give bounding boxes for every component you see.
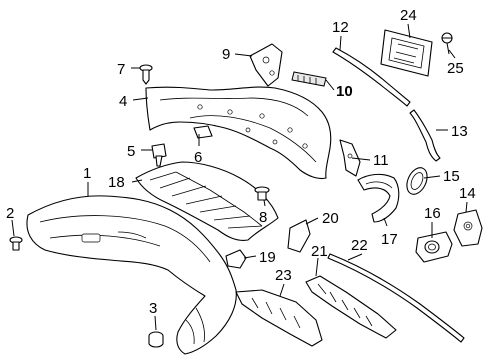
callout-23: 23 xyxy=(275,267,292,284)
callout-25: 25 xyxy=(447,60,464,77)
part-right-diffuser-strip xyxy=(305,275,397,339)
part-lower-diffuser xyxy=(135,161,279,241)
part-push-clip xyxy=(139,64,153,85)
callout-18: 18 xyxy=(108,174,125,191)
part-screw xyxy=(441,32,453,55)
callout-8: 8 xyxy=(259,209,267,226)
callout-labels: 1 2 3 4 5 6 7 8 9 10 11 12 13 14 15 16 1… xyxy=(6,7,476,317)
part-sensor-bracket xyxy=(453,209,483,247)
callout-11: 11 xyxy=(373,152,389,169)
part-lower-trim-molding xyxy=(327,253,465,343)
callout-24: 24 xyxy=(400,7,417,24)
part-parking-sensor xyxy=(415,231,453,263)
part-retainer-clip xyxy=(151,143,167,167)
callout-20: 20 xyxy=(322,210,339,227)
callout-22: 22 xyxy=(351,237,368,254)
part-side-bracket xyxy=(339,139,361,177)
part-reflector xyxy=(291,71,327,87)
callout-4: 4 xyxy=(119,93,127,110)
callout-5: 5 xyxy=(127,143,135,160)
part-lower-bracket xyxy=(287,219,311,253)
part-energy-absorber xyxy=(145,86,332,180)
part-grommet xyxy=(148,331,164,348)
leader-lines xyxy=(11,23,468,331)
part-backup-light xyxy=(406,167,428,195)
part-reflector-housing xyxy=(357,173,400,223)
callout-16: 16 xyxy=(424,205,441,222)
callout-15: 15 xyxy=(443,168,460,185)
part-left-diffuser-strip xyxy=(235,289,323,347)
callout-10: 10 xyxy=(336,83,353,100)
callout-17: 17 xyxy=(381,231,398,248)
part-upper-trim-strip xyxy=(332,47,411,107)
callout-2: 2 xyxy=(6,205,14,222)
callout-3: 3 xyxy=(149,300,157,317)
callout-1: 1 xyxy=(83,165,91,182)
part-side-bolt xyxy=(9,236,23,251)
callout-14: 14 xyxy=(459,185,476,202)
callout-12: 12 xyxy=(332,19,349,36)
part-mounting-bracket xyxy=(249,43,283,87)
callout-9: 9 xyxy=(222,46,230,63)
part-bumper-cover xyxy=(26,195,237,355)
callout-19: 19 xyxy=(259,249,276,266)
part-bolt xyxy=(254,186,270,201)
callout-21: 21 xyxy=(311,243,328,260)
part-small-bracket xyxy=(193,125,213,139)
part-side-trim-strip xyxy=(409,109,441,162)
part-license-plate-bracket xyxy=(380,29,433,77)
part-clip xyxy=(225,249,247,269)
callout-6: 6 xyxy=(194,149,202,166)
callout-7: 7 xyxy=(117,61,125,78)
callout-13: 13 xyxy=(451,123,468,140)
